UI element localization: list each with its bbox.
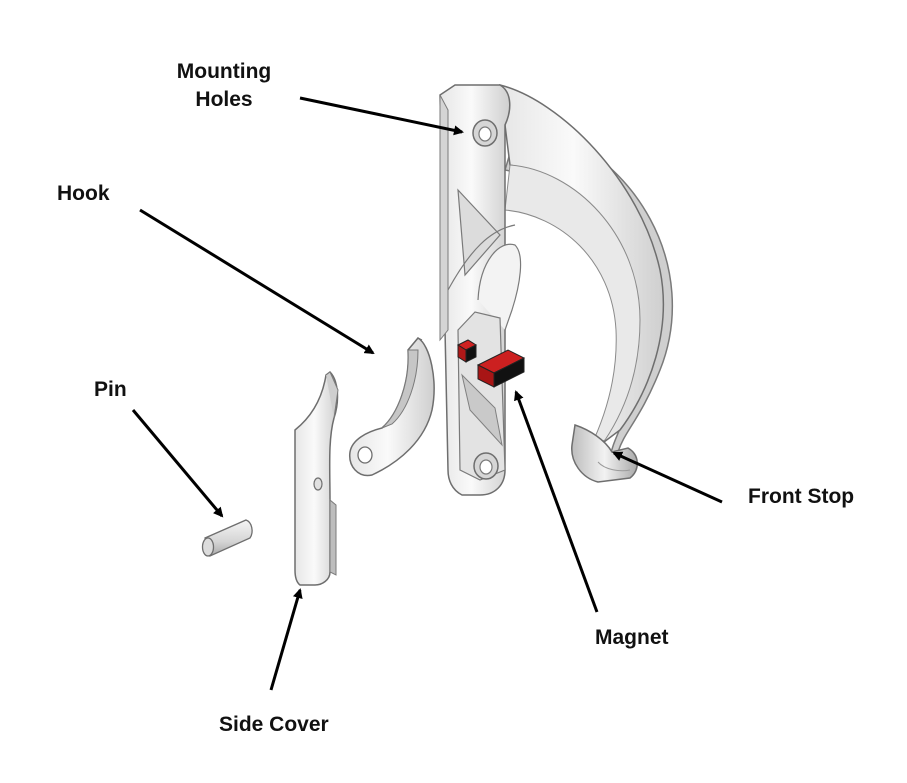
arrow-pin	[131, 409, 224, 518]
label-mounting-holes-line1: Mounting	[176, 60, 272, 83]
arrow-mounting-holes	[299, 96, 464, 136]
pin-part	[201, 519, 253, 557]
arrow-front-stop	[612, 451, 723, 504]
magnet-small	[456, 339, 478, 363]
label-hook: Hook	[57, 182, 110, 205]
mounting-hole-top	[472, 119, 498, 147]
arrow-side-cover	[269, 588, 303, 691]
leader-arrows	[131, 96, 723, 691]
label-mounting-holes-line2: Holes	[195, 88, 253, 111]
mounting-hole-bottom	[473, 452, 499, 480]
label-pin: Pin	[94, 378, 127, 401]
label-magnet: Magnet	[595, 626, 669, 649]
side-cover-part	[294, 371, 339, 586]
arrow-hook	[139, 208, 375, 355]
label-front-stop: Front Stop	[748, 485, 855, 508]
magnet-large	[476, 349, 526, 388]
label-mounting-holes: Mounting Holes	[172, 58, 276, 114]
hook-part	[349, 337, 435, 477]
main-bracket	[439, 84, 674, 496]
label-side-cover: Side Cover	[219, 713, 329, 736]
arrow-magnet	[514, 390, 599, 613]
